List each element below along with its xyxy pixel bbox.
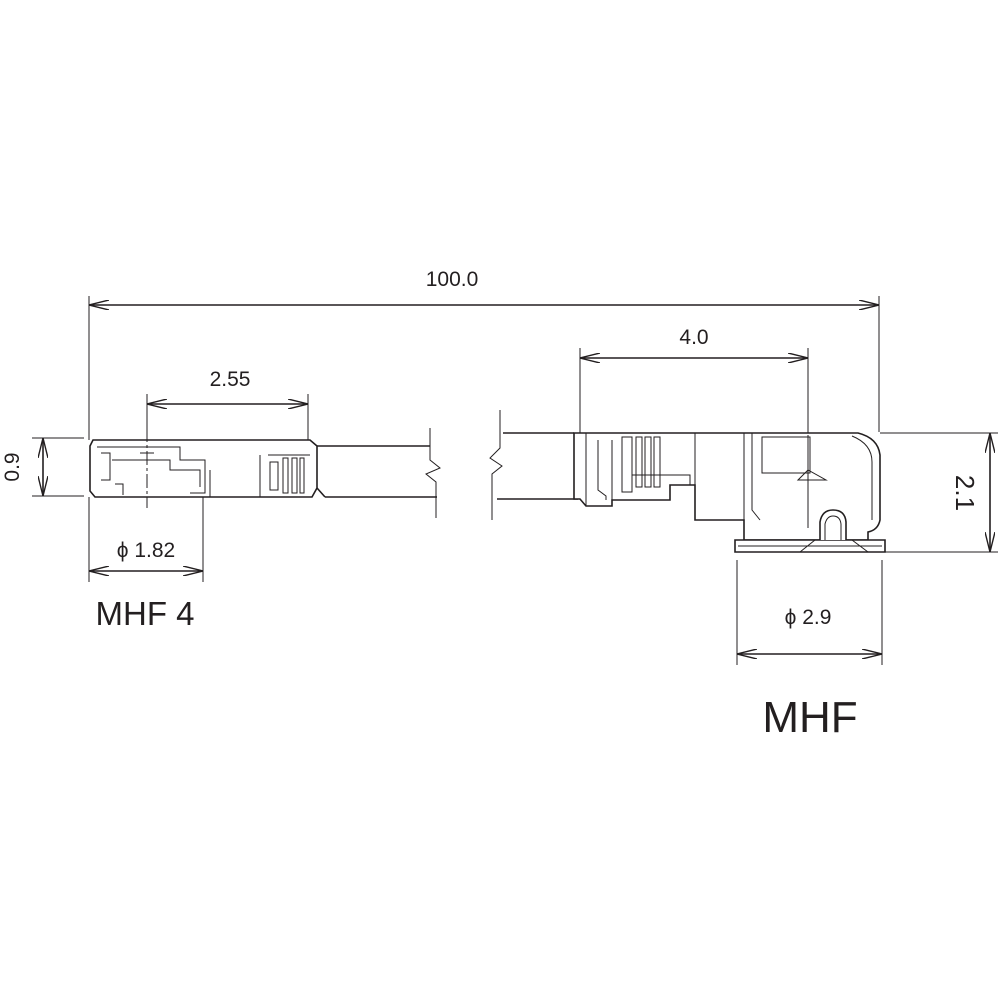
mhf-length-value: 4.0 xyxy=(679,326,708,349)
mhf4-diameter-value: ϕ 1.82 xyxy=(117,539,175,562)
mhf4-diameter-dimension: ϕ 1.82 xyxy=(88,497,204,582)
mhf-height-value: 2.1 xyxy=(950,475,980,511)
mhf-label: MHF xyxy=(762,693,857,742)
mhf-length-dimension: 4.0 xyxy=(579,326,809,433)
mhf4-height-value: 0.9 xyxy=(1,452,24,481)
mhf-diameter-dimension: ϕ 2.9 xyxy=(736,560,883,665)
mhf4-label: MHF 4 xyxy=(96,595,195,632)
mhf-diameter-value: ϕ 2.9 xyxy=(785,606,832,629)
mhf4-height-dimension: 0.9 xyxy=(1,437,84,497)
mhf4-length-value: 2.55 xyxy=(210,368,251,391)
mhf4-cable xyxy=(316,428,441,518)
mhf4-length-dimension: 2.55 xyxy=(146,368,309,440)
mhf-cable xyxy=(489,410,578,520)
overall-length-value: 100.0 xyxy=(426,268,479,291)
mhf4-connector xyxy=(89,428,318,508)
overall-length-dimension: 100.0 xyxy=(88,268,880,440)
mhf-height-dimension: 2.1 xyxy=(880,432,998,553)
mhf-connector xyxy=(573,432,886,553)
